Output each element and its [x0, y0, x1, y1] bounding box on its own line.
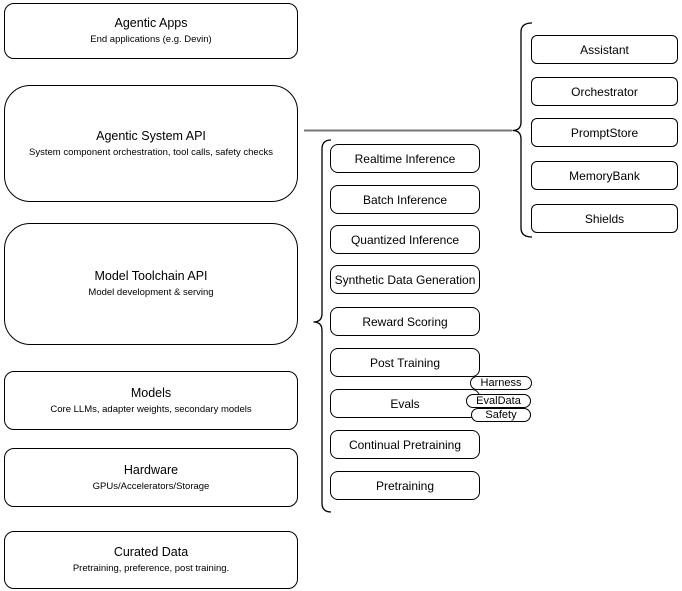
node-realtime-inference: Realtime Inference — [330, 144, 480, 173]
node-memorybank: MemoryBank — [531, 161, 678, 190]
node-hardware: Hardware GPUs/Accelerators/Storage — [4, 448, 298, 507]
pill-harness: Harness — [470, 376, 532, 390]
node-subtitle: Pretraining, preference, post training. — [72, 563, 230, 574]
node-subtitle: Core LLMs, adapter weights, secondary mo… — [50, 403, 252, 415]
node-assistant: Assistant — [531, 35, 678, 64]
node-label: Continual Pretraining — [348, 437, 462, 452]
node-label: Post Training — [369, 355, 441, 370]
node-reward-scoring: Reward Scoring — [330, 307, 480, 336]
node-batch-inference: Batch Inference — [330, 185, 480, 214]
node-subtitle: GPUs/Accelerators/Storage — [92, 480, 210, 492]
node-models: Models Core LLMs, adapter weights, secon… — [4, 371, 298, 430]
node-label: Evals — [390, 396, 420, 411]
node-label: Pretraining — [375, 478, 435, 493]
middle-brace — [313, 139, 332, 513]
node-continual-pretraining: Continual Pretraining — [330, 430, 480, 459]
node-agentic-system-api: Agentic System API System component orch… — [4, 85, 298, 202]
pill-label: Harness — [480, 377, 522, 389]
node-quantized-inference: Quantized Inference — [330, 225, 480, 254]
node-title: Curated Data — [113, 545, 189, 559]
node-title: Agentic System API — [96, 128, 206, 143]
node-promptstore: PromptStore — [531, 118, 678, 147]
node-subtitle: Model development & serving — [88, 287, 214, 298]
pill-evaldata: EvalData — [466, 394, 531, 408]
node-title: Agentic Apps — [114, 16, 188, 30]
node-title: Model Toolchain API — [94, 269, 208, 283]
node-label: Assistant — [580, 42, 629, 57]
pill-label: Safety — [485, 409, 517, 421]
node-pretraining: Pretraining — [330, 471, 480, 500]
node-subtitle: End applications (e.g. Devin) — [90, 34, 212, 45]
node-evals: Evals — [330, 389, 480, 418]
node-label: Orchestrator — [571, 84, 638, 99]
node-curated-data: Curated Data Pretraining, preference, po… — [4, 531, 298, 589]
pill-safety: Safety — [471, 408, 531, 422]
node-label: Batch Inference — [362, 192, 448, 207]
node-agentic-apps: Agentic Apps End applications (e.g. Devi… — [4, 3, 298, 59]
pill-label: EvalData — [476, 395, 521, 407]
node-model-toolchain-api: Model Toolchain API Model development & … — [4, 223, 298, 345]
node-title: Models — [130, 385, 172, 400]
node-label: PromptStore — [570, 125, 639, 140]
node-synthetic-data-generation: Synthetic Data Generation — [330, 265, 480, 294]
node-label: Realtime Inference — [354, 151, 456, 166]
node-orchestrator: Orchestrator — [531, 77, 678, 106]
node-post-training: Post Training — [330, 348, 480, 377]
node-title: Hardware — [123, 462, 179, 477]
node-subtitle: System component orchestration, tool cal… — [29, 146, 273, 158]
node-label: Quantized Inference — [350, 232, 460, 247]
node-label: Shields — [584, 211, 625, 226]
node-label: Synthetic Data Generation — [334, 272, 476, 287]
node-label: Reward Scoring — [362, 314, 448, 329]
right-brace — [512, 22, 533, 238]
node-label: MemoryBank — [569, 168, 640, 183]
node-shields: Shields — [531, 204, 678, 233]
